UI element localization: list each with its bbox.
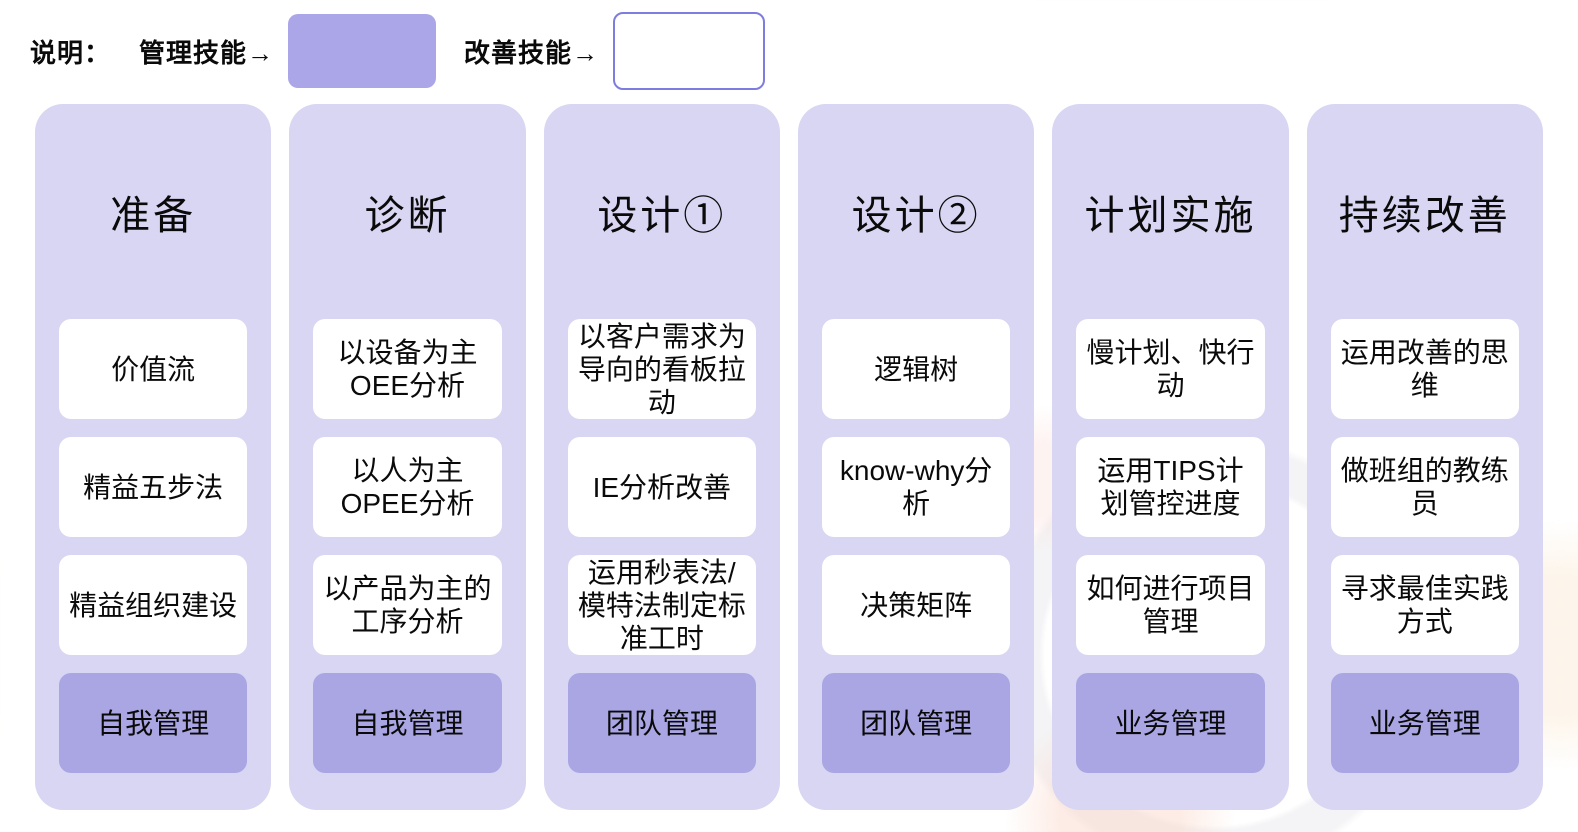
management-skill-swatch [288,14,437,88]
legend-improvement-label: 改善技能→ [464,37,600,68]
management-card: 业务管理 [1076,673,1265,773]
card-list: 运用改善的思维 做班组的教练员 寻求最佳实践方式 业务管理 [1307,319,1543,773]
skill-card: 以人为主OPEE分析 [313,437,502,537]
skill-card: 逻辑树 [821,319,1011,419]
management-card: 自我管理 [59,673,248,773]
column-title: 设计② [851,193,981,238]
column-title: 设计① [597,193,727,238]
card-list: 以设备为主OEE分析 以人为主OPEE分析 以产品为主的工序分析 自我管理 [289,319,525,773]
skill-card: 以设备为主OEE分析 [313,319,502,419]
phase-column-plan-implementation: 计划实施 慢计划、快行动 运用TIPS计划管控进度 如何进行项目管理 业务管理 [1052,104,1289,810]
skill-card: 慢计划、快行动 [1076,319,1265,419]
management-card: 团队管理 [567,673,756,773]
card-list: 价值流 精益五步法 精益组织建设 自我管理 [35,319,271,773]
skill-card: 如何进行项目管理 [1076,555,1265,655]
phase-column-diagnosis: 诊断 以设备为主OEE分析 以人为主OPEE分析 以产品为主的工序分析 自我管理 [289,104,526,810]
skill-card: 寻求最佳实践方式 [1330,555,1519,655]
phase-column-design-2: 设计② 逻辑树 know-why分析 决策矩阵 团队管理 [797,104,1035,810]
column-title: 诊断 [364,193,451,238]
skill-card: 做班组的教练员 [1330,437,1519,537]
skill-card: 运用秒表法/模特法制定标准工时 [567,555,756,655]
skill-card: 价值流 [59,319,248,419]
arrow-right-icon: → [247,37,275,68]
skill-card: 精益组织建设 [59,555,248,655]
card-list: 慢计划、快行动 运用TIPS计划管控进度 如何进行项目管理 业务管理 [1052,319,1288,773]
column-title: 持续改善 [1338,193,1511,238]
management-card: 业务管理 [1330,673,1519,773]
skill-card: 以客户需求为导向的看板拉动 [567,319,756,419]
phase-column-continuous-improvement: 持续改善 运用改善的思维 做班组的教练员 寻求最佳实践方式 业务管理 [1306,104,1543,810]
skill-card: 运用改善的思维 [1330,319,1519,419]
card-list: 以客户需求为导向的看板拉动 IE分析改善 运用秒表法/模特法制定标准工时 团队管… [544,319,780,773]
card-list: 逻辑树 know-why分析 决策矩阵 团队管理 [798,319,1034,773]
skill-card: 以产品为主的工序分析 [313,555,502,655]
phase-board: 准备 价值流 精益五步法 精益组织建设 自我管理 诊断 以设备为主OEE分析 以… [35,104,1543,810]
legend-management-label: 管理技能→ [139,37,275,68]
skill-card: 决策矩阵 [821,555,1011,655]
skill-card: know-why分析 [821,437,1011,537]
improvement-skill-swatch [613,12,766,90]
phase-column-design-1: 设计① 以客户需求为导向的看板拉动 IE分析改善 运用秒表法/模特法制定标准工时… [543,104,780,810]
skill-card: 运用TIPS计划管控进度 [1076,437,1265,537]
management-card: 团队管理 [821,673,1011,773]
column-title: 准备 [110,193,197,238]
legend: 说明： 管理技能→ 改善技能→ [30,12,1578,90]
legend-title: 说明： [30,37,112,68]
skill-card: 精益五步法 [59,437,248,537]
skill-card: IE分析改善 [567,437,756,537]
management-card: 自我管理 [313,673,502,773]
column-title: 计划实施 [1084,193,1257,238]
arrow-right-icon: → [572,37,600,68]
phase-column-preparation: 准备 价值流 精益五步法 精益组织建设 自我管理 [35,104,272,810]
